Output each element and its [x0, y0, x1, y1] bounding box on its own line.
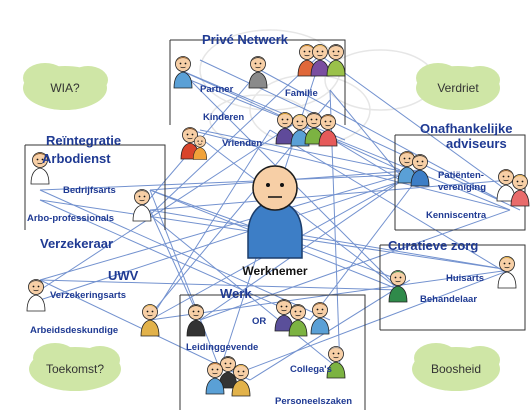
cloud-verdriet: Verdriet	[416, 63, 500, 110]
person-figure	[310, 44, 330, 77]
connection-line	[199, 129, 421, 176]
label-vereniging: vereniging	[438, 182, 486, 193]
person-figure	[205, 362, 225, 395]
cloud-boosheid-label: Boosheid	[431, 362, 481, 376]
label-collegas: Collega's	[290, 364, 332, 375]
connection-line	[199, 209, 511, 321]
person-figure	[318, 114, 338, 147]
adviseurs-title: adviseurs	[446, 136, 507, 151]
person-figure	[248, 56, 268, 89]
label-arbo-professionals: Arbo-professionals	[27, 213, 114, 224]
label-patienten: Patiënten-	[438, 170, 484, 181]
cloud-boosheid: Boosheid	[412, 343, 500, 391]
werknemer-label: Werknemer	[242, 264, 307, 278]
label-kinderen: Kinderen	[203, 112, 244, 123]
uwv-title: UWV	[108, 268, 139, 283]
cloud-toekomst: Toekomst?	[29, 343, 121, 391]
cloud-toekomst-label: Toekomst?	[46, 362, 104, 376]
verzekeraar-title: Verzekeraar	[40, 236, 113, 251]
person-figure	[140, 304, 160, 337]
label-or: OR	[252, 316, 266, 327]
connection-line	[149, 214, 341, 371]
reintegratie-title: Reïntegratie	[46, 133, 121, 148]
person-figure	[26, 279, 46, 312]
connection-line	[149, 129, 271, 321]
person-figure	[274, 299, 294, 332]
connection-line	[329, 89, 401, 176]
arbodienst-title: Arbodienst	[42, 151, 111, 166]
connection-line	[39, 174, 401, 191]
connection-line	[149, 189, 221, 371]
person-figure	[173, 56, 193, 89]
label-personeelszaken: Personeelszaken	[275, 396, 352, 407]
person-figure	[326, 346, 346, 379]
connection-line	[249, 279, 411, 381]
person-figure	[290, 114, 310, 147]
label-leidinggevende: Leidinggevende	[186, 342, 258, 353]
person-figure	[218, 356, 238, 389]
person-figure	[275, 112, 295, 145]
werk-title: Werk	[220, 286, 252, 301]
person-figure	[192, 135, 208, 160]
label-verzekeringsarts: Verzekeringsarts	[50, 290, 126, 301]
connection-line	[149, 209, 511, 271]
connection-line	[319, 54, 521, 201]
werknemer-figure	[247, 165, 303, 259]
cloud-wia: WIA?	[23, 63, 108, 110]
person-figure	[231, 364, 251, 397]
connection-line	[39, 174, 421, 301]
connection-line	[39, 199, 311, 321]
connection-line	[39, 169, 421, 281]
connection-line	[269, 129, 511, 276]
onafhankelijke-title: Onafhankelijke	[420, 121, 512, 136]
connection-line	[39, 119, 301, 291]
person-figure	[410, 154, 430, 187]
label-huisarts: Huisarts	[446, 273, 484, 284]
person-figure	[388, 270, 408, 303]
person-figure	[326, 44, 346, 77]
label-familie: Familie	[285, 88, 318, 99]
connection-line	[199, 174, 411, 321]
connection-line	[259, 69, 501, 201]
person-figure	[304, 112, 324, 145]
curatieve-zorg-title: Curatieve zorg	[388, 238, 478, 253]
connection-line	[39, 189, 331, 321]
person-figure	[510, 174, 530, 207]
label-behandelaar: Behandelaar	[420, 294, 477, 305]
connection-line	[149, 209, 201, 321]
person-figure	[497, 256, 517, 289]
connection-line	[189, 129, 511, 211]
person-figure	[496, 169, 516, 202]
prive-netwerk-title: Privé Netwerk	[202, 32, 289, 47]
person-figure	[310, 302, 330, 335]
label-bedrijfsarts: Bedrijfsarts	[63, 185, 116, 196]
connection-line	[309, 174, 421, 321]
connection-line	[179, 69, 346, 141]
label-kenniscentra: Kenniscentra	[426, 210, 487, 221]
connection-line	[189, 79, 511, 211]
group-frames	[24, 39, 526, 410]
connection-line	[39, 279, 401, 291]
person-figure	[186, 304, 206, 337]
label-arbeidsdeskundige: Arbeidsdeskundige	[30, 325, 118, 336]
label-partner: Partner	[200, 84, 234, 95]
person-figure	[288, 304, 308, 337]
people-figures	[26, 44, 530, 397]
label-vrienden: Vrienden	[222, 138, 262, 149]
connection-line	[149, 179, 511, 211]
person-figure	[30, 152, 50, 185]
cloud-wia-label: WIA?	[50, 81, 80, 95]
person-figure	[132, 189, 152, 222]
cloud-verdriet-label: Verdriet	[437, 81, 479, 95]
